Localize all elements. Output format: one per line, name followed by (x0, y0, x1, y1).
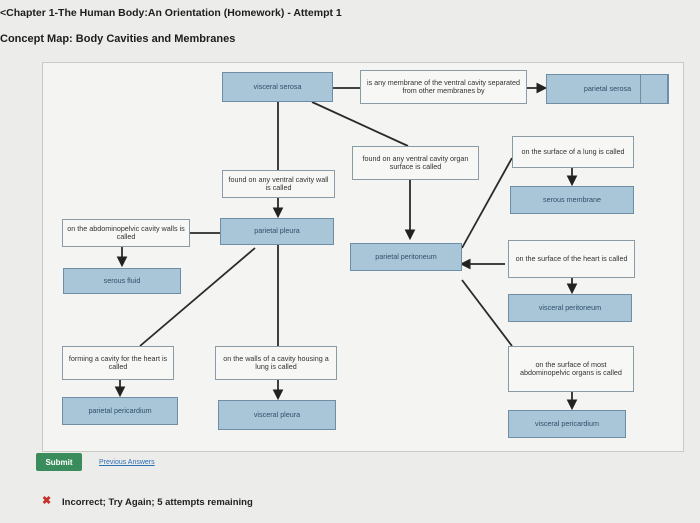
target-parietal-pericardium[interactable]: parietal pericardium (62, 397, 178, 425)
target-parietal-peritoneum[interactable]: parietal peritoneum (350, 243, 462, 271)
target-visceral-serosa[interactable]: visceral serosa (222, 72, 333, 102)
page-title: <Chapter 1-The Human Body:An Orientation… (0, 7, 342, 19)
submit-button[interactable]: Submit (36, 453, 82, 471)
label-surface-abdominopelvic: on the surface of most abdominopelvic or… (508, 346, 634, 392)
label-surface-of-lung: on the surface of a lung is called (512, 136, 634, 168)
target-visceral-pericardium[interactable]: visceral pericardium (508, 410, 626, 438)
target-serous-fluid[interactable]: serous fluid (63, 268, 181, 294)
label-any-membrane: is any membrane of the ventral cavity se… (360, 70, 527, 104)
previous-answers-link[interactable]: Previous Answers (99, 459, 155, 466)
target-serous-membrane[interactable]: serous membrane (510, 186, 634, 214)
target-visceral-peritoneum[interactable]: visceral peritoneum (508, 294, 632, 322)
label-found-ventral-wall: found on any ventral cavity wall is call… (222, 170, 335, 198)
page-subtitle: Concept Map: Body Cavities and Membranes (0, 33, 236, 45)
label-found-ventral-organ: found on any ventral cavity organ surfac… (352, 146, 479, 180)
label-surface-of-heart: on the surface of the heart is called (508, 240, 635, 278)
x-icon: ✖ (42, 495, 52, 507)
empty-target-right[interactable] (640, 74, 668, 104)
target-parietal-pleura[interactable]: parietal pleura (220, 218, 334, 245)
feedback-text: Incorrect; Try Again; 5 attempts remaini… (62, 497, 253, 508)
label-forming-cavity-heart: forming a cavity for the heart is called (62, 346, 174, 380)
label-abdominopelvic-walls: on the abdominopelvic cavity walls is ca… (62, 219, 190, 247)
label-walls-lung-cavity: on the walls of a cavity housing a lung … (215, 346, 337, 380)
target-visceral-pleura[interactable]: visceral pleura (218, 400, 336, 430)
